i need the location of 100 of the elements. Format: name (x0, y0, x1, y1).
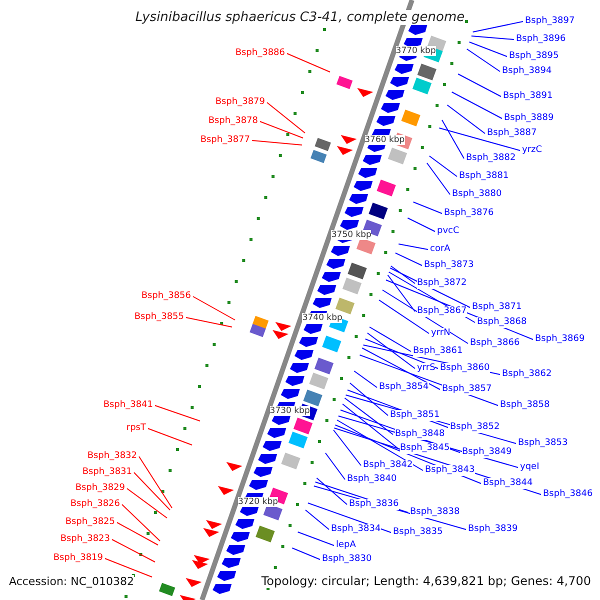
gene-label: lepA (336, 540, 356, 551)
gene-label: Bsph_3895 (509, 51, 559, 62)
gene-label: Bsph_3845 (400, 443, 450, 454)
leader-line (192, 296, 236, 320)
leader-line (438, 128, 520, 151)
leader-line (412, 202, 442, 214)
gene-label: Bsph_3886 (235, 48, 285, 59)
scale-label: 3730 kbp (270, 406, 310, 416)
gene-label: Bsph_3846 (543, 489, 593, 500)
leader-line (316, 478, 348, 505)
leader-line (446, 104, 486, 134)
gene-label: yrzC (522, 145, 542, 156)
leader-line (286, 53, 330, 72)
gene-label: Bsph_3872 (417, 278, 467, 289)
leader-line (466, 48, 500, 72)
gene-label: Bsph_3869 (535, 334, 585, 345)
gene-label: Bsph_3868 (477, 317, 527, 328)
scale-label: 3750 kbp (331, 230, 372, 240)
gene-label: Bsph_3848 (395, 429, 445, 440)
leader-line (398, 244, 428, 250)
gene-label: Bsph_3882 (466, 153, 516, 164)
gene-label: Bsph_3831 (82, 467, 132, 478)
gene-label: Bsph_3854 (379, 382, 429, 393)
leader-line (266, 102, 306, 134)
gene-label: Bsph_3887 (487, 128, 537, 139)
gene-label: Bsph_3858 (500, 400, 550, 411)
leader-line (344, 398, 394, 435)
scale-label: 3720 kbp (238, 497, 278, 507)
leader-line (349, 382, 388, 416)
gene-label: rpsT (126, 423, 146, 434)
gene-label: pvcC (437, 226, 460, 237)
leader-line (116, 522, 158, 546)
leader-line (451, 92, 502, 119)
gene-label: Bsph_3876 (444, 208, 494, 219)
gene-label: Bsph_3889 (504, 113, 554, 124)
gene-label: Bsph_3836 (349, 499, 399, 510)
leader-line (364, 338, 438, 369)
leader-line (324, 452, 346, 480)
gene-label: Bsph_3838 (410, 507, 460, 518)
diagram-title: Lysinibacillus sphaericus C3-41, complete genome (135, 10, 465, 25)
leader-line (394, 252, 422, 266)
gene-label: Bsph_3855 (134, 312, 184, 323)
gene-label: Bsph_3878 (208, 116, 258, 127)
gene-label: Bsph_3857 (442, 384, 492, 395)
gene-label: Bsph_3866 (470, 338, 520, 349)
gene-label: Bsph_3897 (525, 16, 575, 27)
gene-label: Bsph_3825 (65, 517, 115, 528)
gene-label: Bsph_3834 (331, 524, 381, 535)
accession-text: Accession: NC_010382 (9, 575, 134, 588)
leader-line (154, 405, 200, 422)
gene-label: Bsph_3829 (75, 483, 125, 494)
leader-line (260, 121, 304, 138)
gene-label: Bsph_3843 (425, 465, 475, 476)
leader-line (134, 472, 170, 510)
leader-line (186, 317, 232, 328)
leader-line (369, 326, 412, 352)
gene-label: Bsph_3880 (452, 189, 502, 200)
leader-line (354, 370, 378, 388)
gene-label: Bsph_3826 (70, 499, 120, 510)
leader-line (442, 120, 464, 159)
genome-info-text: Topology: circular; Length: 4,639,821 bp; Genes: 4,700 (261, 574, 591, 588)
leader-line (112, 539, 156, 562)
gene-label: Bsph_3841 (103, 400, 153, 411)
leader-line (366, 332, 416, 369)
gene-label: Bsph_3856 (141, 291, 191, 302)
leader-line (336, 420, 424, 471)
gene-label: Bsph_3844 (483, 478, 533, 489)
leader-line (426, 162, 450, 195)
leader-line (362, 348, 440, 390)
gene-label: yqeI (520, 462, 540, 473)
leader-line (390, 266, 416, 284)
gene-label: Bsph_3832 (87, 451, 137, 462)
leader-line (252, 140, 302, 146)
leader-line (122, 504, 160, 542)
gene-label: Bsph_3877 (200, 135, 250, 146)
leader-line (428, 156, 458, 177)
leader-line (126, 488, 168, 518)
gene-label: Bsph_3891 (503, 91, 553, 102)
leader-line (104, 558, 152, 578)
gene-label: yrrS (417, 363, 436, 374)
gene-label: Bsph_3835 (393, 527, 443, 538)
gene-label: Bsph_3853 (518, 438, 568, 449)
leader-line (458, 74, 502, 97)
leader-line (333, 430, 362, 466)
gene-label: Bsph_3894 (502, 66, 552, 77)
gene-label: Bsph_3849 (462, 447, 512, 458)
gene-label: Bsph_3867 (417, 306, 467, 317)
leader-line (342, 404, 398, 449)
leader-line (407, 218, 436, 232)
leader-line (470, 36, 514, 40)
gene-label: Bsph_3830 (322, 554, 372, 565)
gene-label: Bsph_3819 (53, 553, 103, 564)
leader-line (305, 510, 330, 530)
leader-line (138, 456, 172, 508)
leader-line (378, 300, 430, 334)
leader-line (387, 274, 416, 312)
gene-label: Bsph_3862 (502, 369, 552, 380)
scale-label: 3740 kbp (302, 313, 342, 323)
gene-label: Bsph_3852 (450, 422, 500, 433)
gene-label: Bsph_3839 (468, 524, 518, 535)
